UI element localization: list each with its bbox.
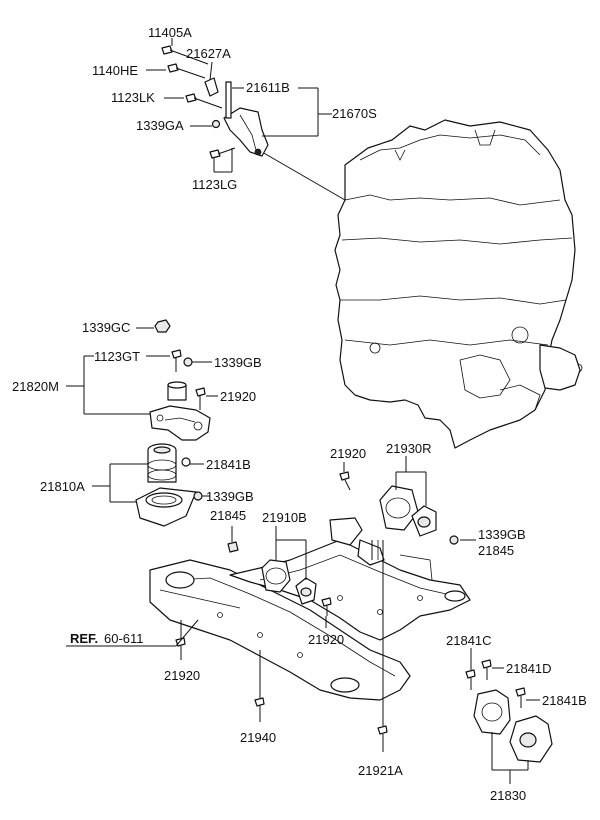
label-21841B-left: 21841B	[206, 457, 251, 472]
label-21841D: 21841D	[506, 661, 552, 676]
lower-bolts	[175, 540, 388, 752]
label-21670S: 21670S	[332, 106, 377, 121]
stud-21611B	[225, 81, 232, 119]
right-leaders	[343, 456, 476, 541]
label-21810A: 21810A	[40, 479, 85, 494]
part-labels: 11405A 1140HE 21627A 1123LK 21611B 21670…	[12, 25, 587, 803]
label-1339GB-upper: 1339GB	[214, 355, 262, 370]
right-mount-21930R	[339, 471, 459, 545]
label-21920-right: 21920	[330, 446, 366, 461]
label-1339GB-right: 1339GB	[478, 527, 526, 542]
label-21920-left: 21920	[220, 389, 256, 404]
left-leaders	[66, 327, 218, 503]
label-21830: 21830	[490, 788, 526, 803]
label-21627A: 21627A	[186, 46, 231, 61]
label-1140HE: 1140HE	[92, 63, 138, 78]
label-21845-right: 21845	[478, 543, 514, 558]
label-21841B-right: 21841B	[542, 693, 587, 708]
rear-leaders	[470, 648, 540, 784]
label-1339GB-lower: 1339GB	[206, 489, 254, 504]
label-1339GC: 1339GC	[82, 320, 130, 335]
engine-block	[334, 119, 583, 449]
label-1123LK: 1123LK	[111, 90, 155, 105]
label-21820M: 21820M	[12, 379, 59, 394]
center-mount-21910B	[227, 541, 332, 616]
label-21841C: 21841C	[446, 633, 492, 648]
label-11405A: 11405A	[148, 25, 192, 40]
engine-mount-bracket-21670S	[204, 77, 269, 157]
label-21920-center: 21920	[308, 632, 344, 647]
left-mount-parts	[135, 319, 211, 527]
label-1123LG: 1123LG	[192, 177, 237, 192]
label-21611B: 21611B	[246, 80, 290, 95]
ref-leader	[175, 619, 199, 647]
label-1123GT: 1123GT	[94, 349, 140, 364]
label-21940: 21940	[240, 730, 276, 745]
top-bolts	[161, 45, 236, 159]
front-subframe	[149, 517, 471, 701]
engine-leader-line	[261, 151, 346, 201]
label-ref-prefix: REF.	[70, 631, 98, 646]
top-leaders	[146, 38, 332, 173]
label-1339GA: 1339GA	[136, 118, 184, 133]
label-21930R: 21930R	[386, 441, 432, 456]
label-21845-left: 21845	[210, 508, 246, 523]
label-21921A: 21921A	[358, 763, 403, 778]
center-leaders	[231, 526, 327, 628]
label-ref-number: 60-611	[104, 631, 144, 646]
label-21910B: 21910B	[262, 510, 307, 525]
label-21920-lower: 21920	[164, 668, 200, 683]
rear-mount-21830	[465, 659, 553, 763]
